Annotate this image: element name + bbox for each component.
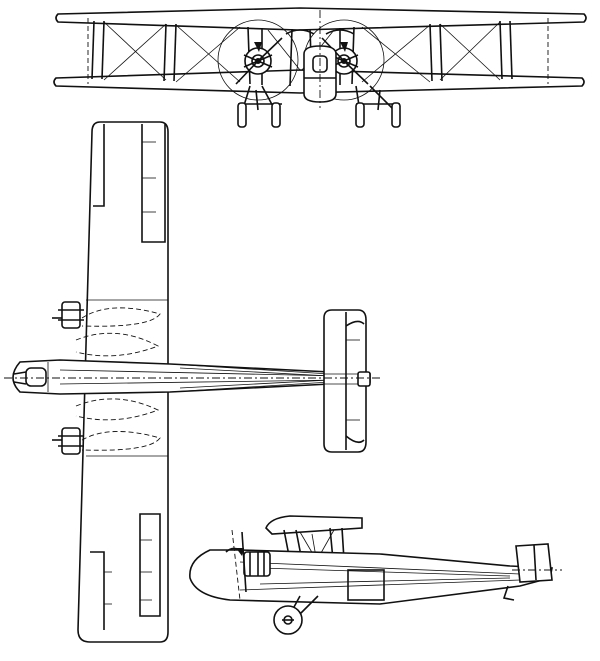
top-engine-upper bbox=[52, 301, 84, 329]
side-fuselage-panel bbox=[347, 569, 385, 601]
top-aileron-upper bbox=[93, 124, 166, 243]
side-engine bbox=[236, 531, 271, 593]
front-bracing-wires bbox=[103, 21, 501, 83]
side-tail-skid bbox=[502, 585, 515, 601]
front-prop-blade-left bbox=[235, 37, 283, 85]
top-view bbox=[4, 121, 380, 643]
front-prop-disc-left bbox=[217, 19, 299, 101]
front-upper-wing bbox=[55, 7, 587, 31]
side-view bbox=[189, 515, 562, 635]
top-tailplane bbox=[323, 309, 367, 453]
front-view bbox=[53, 7, 587, 128]
side-undercarriage bbox=[273, 595, 319, 635]
top-engine-lower bbox=[52, 427, 84, 455]
side-upper-wing bbox=[265, 515, 363, 535]
top-aileron-hinges-upper bbox=[142, 141, 156, 213]
front-undercarriage-right bbox=[355, 85, 401, 128]
front-interplane-struts bbox=[91, 20, 513, 82]
top-nacelle-upper bbox=[81, 307, 161, 327]
top-rudder bbox=[357, 371, 371, 387]
top-cockpit bbox=[25, 367, 47, 387]
top-nacelle-lower bbox=[81, 431, 161, 451]
side-cockpit bbox=[225, 547, 241, 553]
front-undercarriage-left bbox=[237, 85, 282, 128]
top-aileron-hinges-lower bbox=[104, 539, 152, 605]
